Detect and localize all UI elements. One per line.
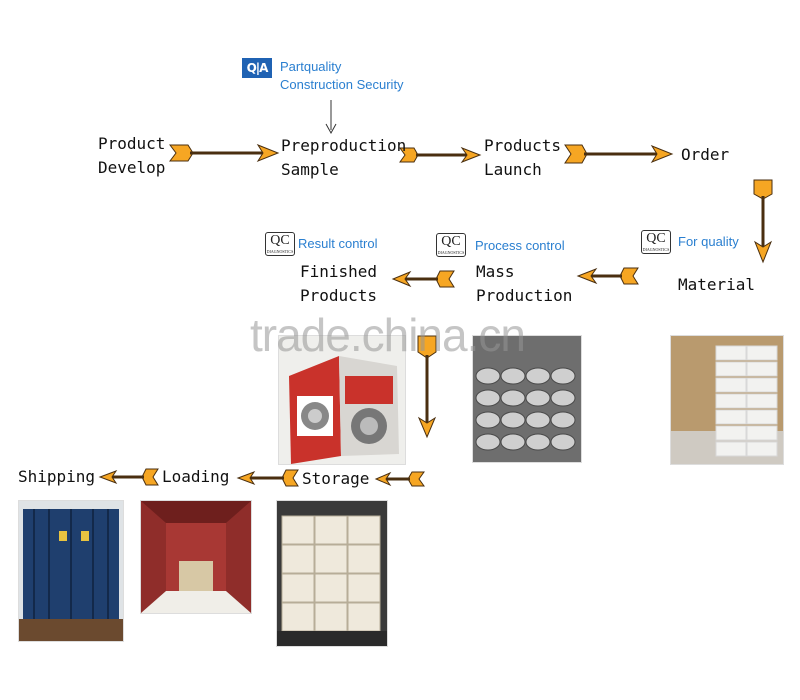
step-order: Order (681, 145, 730, 164)
mass-production-photo (472, 335, 582, 463)
qc-result-control-label: Result control (298, 236, 378, 251)
material-photo (670, 335, 784, 465)
finished-products-photo (278, 335, 406, 465)
step-material: Material (678, 275, 756, 294)
qa-label: Partquality Construction Security (280, 59, 404, 92)
arrow-to-storage (374, 471, 425, 487)
arrow-loading-to-shipping (98, 468, 159, 486)
qa-down-arrow (325, 100, 337, 135)
arrow-mass-to-finished (391, 270, 455, 288)
qc-process-control-label: Process control (475, 238, 565, 253)
qc-for-quality-label: For quality (678, 234, 739, 249)
arrow-order-to-material (753, 179, 773, 264)
watermark: trade.china.cn (250, 309, 526, 361)
step-shipping: Shipping (18, 467, 96, 486)
loading-container-photo (140, 500, 252, 614)
arrow-sample-to-launch (399, 146, 482, 164)
step-loading: Loading (162, 467, 230, 486)
step-storage: Storage (302, 469, 370, 488)
arrow-storage-to-loading (236, 469, 299, 487)
shipping-container-photo (18, 500, 124, 642)
storage-warehouse-photo (276, 500, 388, 647)
arrow-material-to-mass (576, 267, 639, 285)
arrow-develop-to-sample (169, 143, 280, 163)
arrow-launch-to-order (564, 144, 674, 164)
qa-logo-icon: Q|A (242, 58, 272, 78)
arrow-finished-to-storage (417, 335, 437, 439)
